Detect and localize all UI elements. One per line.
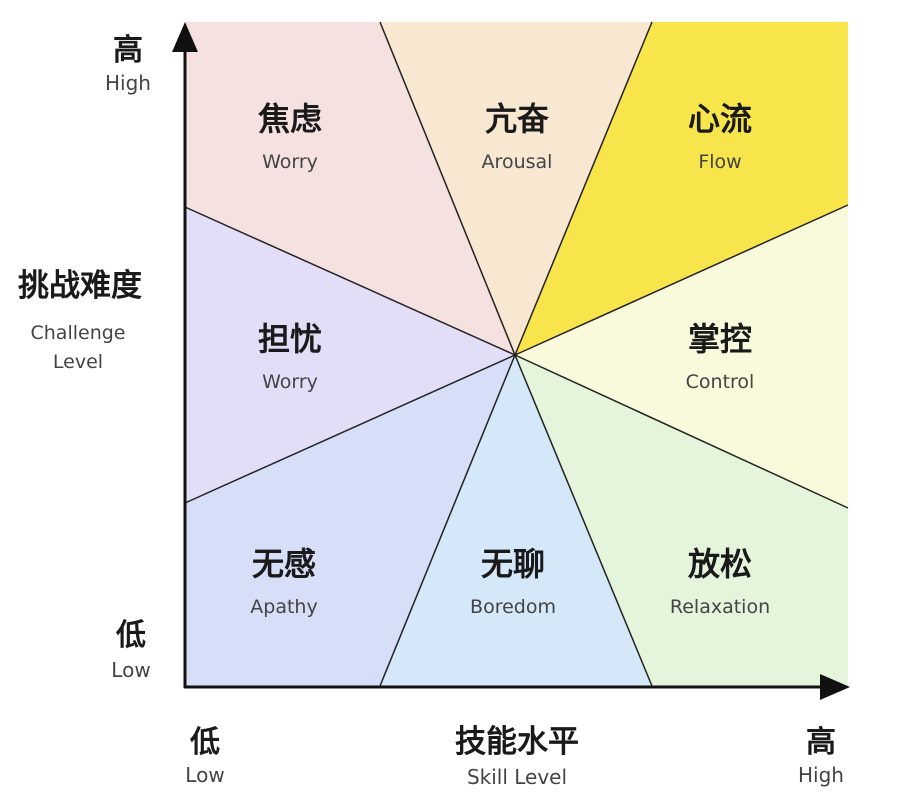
region-apathy: [185, 355, 515, 686]
region-worry-top: [185, 22, 515, 355]
x-axis-title-en: Skill Level: [467, 765, 567, 789]
y-axis-low-zh: 低: [115, 618, 146, 653]
y-axis-arrow-icon: [172, 22, 198, 52]
region-worry-mid: [185, 207, 515, 503]
label-boredom-en: Boredom: [470, 596, 556, 618]
y-axis-low-en: Low: [111, 658, 150, 682]
y-axis-title-en-line2: Level: [53, 351, 103, 373]
label-relaxation-zh: 放松: [688, 545, 752, 583]
y-axis-high-zh: 高: [113, 33, 143, 68]
x-axis-high-en: High: [798, 763, 844, 787]
x-axis-title-zh: 技能水平: [455, 724, 579, 760]
y-axis-high-en: High: [105, 71, 151, 95]
y-axis: [172, 22, 198, 688]
divider-lines: [184, 21, 849, 687]
label-worry-top-zh: 焦虑: [258, 100, 322, 138]
label-boredom-zh: 无聊: [481, 545, 545, 583]
label-control-en: Control: [686, 371, 755, 393]
label-worry-top-en: Worry: [262, 151, 318, 173]
label-arousal-en: Arousal: [482, 151, 553, 173]
x-axis-low-en: Low: [185, 763, 224, 787]
region-boredom: [380, 355, 652, 686]
region-arousal: [380, 22, 652, 355]
x-axis: [184, 674, 850, 700]
label-arousal-zh: 亢奋: [485, 100, 549, 138]
y-axis-title-en-line1: Challenge: [31, 322, 126, 344]
region-control: [515, 205, 848, 508]
x-axis-low-zh: 低: [189, 725, 220, 760]
label-apathy-zh: 无感: [252, 545, 316, 583]
label-apathy-en: Apathy: [250, 596, 317, 618]
label-flow-en: Flow: [698, 151, 741, 173]
label-worry-mid-en: Worry: [262, 371, 318, 393]
label-relaxation-en: Relaxation: [670, 596, 770, 618]
label-control-zh: 掌控: [688, 320, 752, 358]
label-worry-mid-zh: 担忧: [258, 320, 322, 358]
x-axis-arrow-icon: [820, 674, 850, 700]
label-flow-zh: 心流: [688, 100, 752, 138]
y-axis-title-zh: 挑战难度: [18, 268, 142, 304]
region-relaxation: [515, 355, 848, 686]
region-flow: [515, 22, 848, 355]
x-axis-high-zh: 高: [806, 725, 836, 760]
